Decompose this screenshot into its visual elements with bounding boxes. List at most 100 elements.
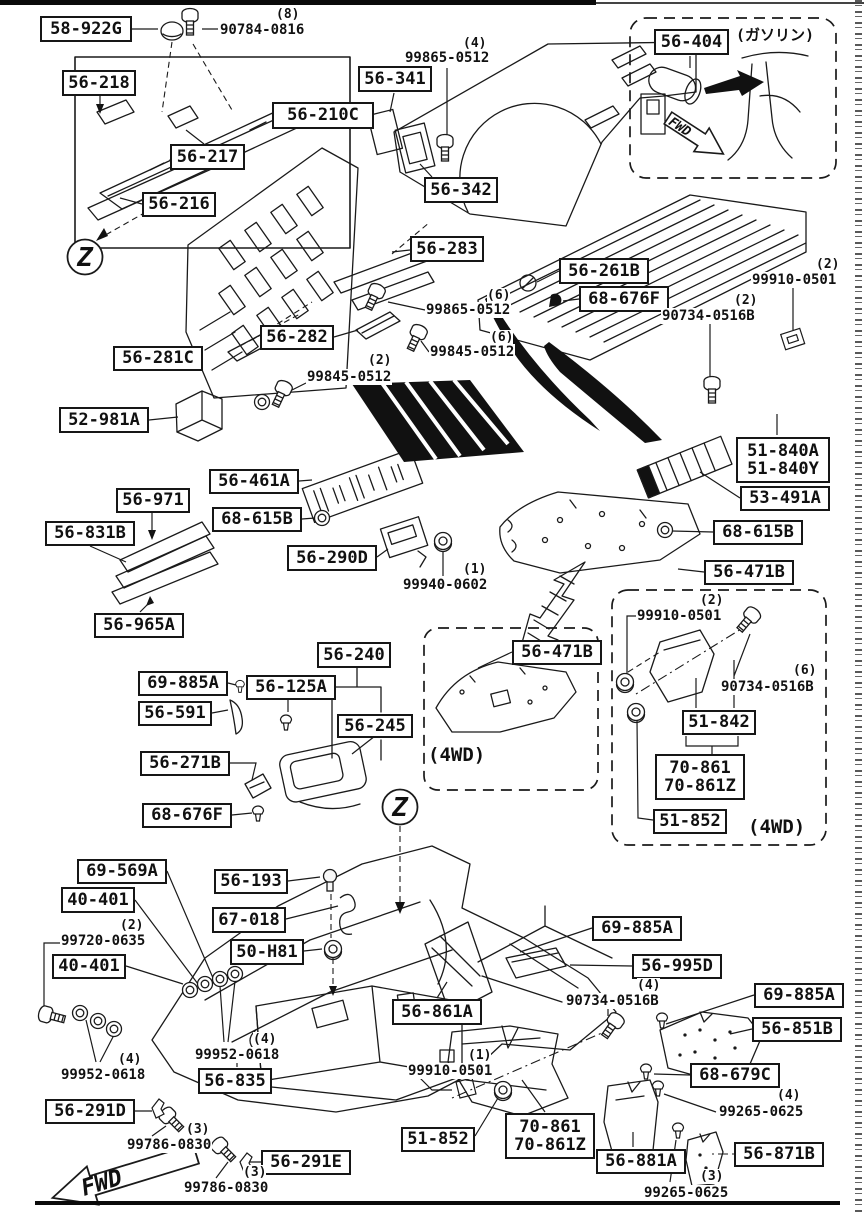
part-number-text: 56-341 <box>364 68 426 89</box>
part-number-text: 56-995D <box>641 956 713 977</box>
part-label: 68-615B <box>212 507 302 532</box>
part-label: 40-401 <box>52 954 126 979</box>
part-number-text: 56-261B <box>568 260 640 281</box>
part-label: 51-852 <box>401 1127 475 1152</box>
axis-dash-dot-lines <box>451 625 747 1155</box>
quantity-note: (1) <box>463 562 487 577</box>
part-label: 56-261B <box>559 258 649 284</box>
part-label: 56-125A <box>246 675 336 700</box>
part-number-text: 69-885A <box>763 985 835 1006</box>
part-annotation: 99952-0618 <box>60 1067 147 1083</box>
part-number-text: 56-193 <box>220 871 282 892</box>
part-number-text: 51-852 <box>407 1129 469 1150</box>
part-number-text: 56-291E <box>270 1152 342 1173</box>
part-number-text: 56-216 <box>148 194 210 215</box>
part-number-text: 56-218 <box>68 72 130 93</box>
part-label: 68-676F <box>142 803 232 828</box>
scan-artifact-strip <box>855 0 862 1214</box>
part-label: 56-281C <box>113 346 203 371</box>
part-annotation: 99845-0512 <box>429 344 516 360</box>
part-label: 56-404 <box>654 29 729 55</box>
part-label: 56-591 <box>138 701 212 726</box>
quantity-note: (1) <box>468 1048 492 1063</box>
part-number-text: 51-840A <box>747 440 819 461</box>
part-label: 67-018 <box>212 907 286 933</box>
part-label: 56-240 <box>317 642 391 668</box>
part-label: 56-471B <box>704 560 794 585</box>
inset-boxes <box>423 17 837 846</box>
part-number-text: 70-861 <box>669 757 731 778</box>
part-annotation: 90734-0516B <box>565 993 660 1009</box>
part-number-text: 56-281C <box>122 348 194 369</box>
quantity-note: (6) <box>490 330 514 345</box>
part-number-text: 56-871B <box>743 1144 815 1165</box>
part-label: 56-245 <box>337 714 413 738</box>
part-number-text: 56-965A <box>103 615 175 636</box>
part-label: 56-217 <box>170 144 245 170</box>
part-annotation: 90734-0516B <box>720 679 815 695</box>
part-label: 68-615B <box>713 520 803 545</box>
part-number-text: 53-491A <box>749 488 821 509</box>
zone-marker-z: Z <box>76 243 94 273</box>
part-label: 56-290D <box>287 545 377 571</box>
part-label: 56-216 <box>142 192 216 217</box>
part-number-text: 68-676F <box>588 288 660 309</box>
part-number-text: 56-271B <box>149 753 221 774</box>
part-number-text: 70-861 <box>519 1116 581 1137</box>
part-label: 69-569A <box>77 859 167 884</box>
quantity-note: (8) <box>276 7 300 22</box>
part-annotation: 99940-0602 <box>402 577 489 593</box>
part-label: 56-271B <box>140 751 230 776</box>
part-annotation: 99910-0501 <box>751 272 838 288</box>
part-label: 56-218 <box>62 70 136 96</box>
part-number-text: 56-831B <box>54 523 126 544</box>
part-label: 56-995D <box>632 954 722 979</box>
part-annotation: 99910-0501 <box>407 1063 494 1079</box>
part-annotation: 99265-0625 <box>718 1104 805 1120</box>
part-label: 51-852 <box>653 809 727 834</box>
part-number-text: 52-981A <box>68 409 140 430</box>
quantity-note: (6) <box>487 288 511 303</box>
part-number-text: 69-885A <box>601 918 673 939</box>
assembly-dash-lines <box>101 41 661 990</box>
part-label: 56-461A <box>209 469 299 494</box>
part-number-text: 68-615B <box>722 522 794 543</box>
part-label: 56-282 <box>260 325 334 350</box>
part-label: 56-831B <box>45 521 135 546</box>
part-annotation: 99720-0635 <box>60 933 147 949</box>
part-number-text: 51-840Y <box>747 459 819 479</box>
part-label: 56-210C <box>272 102 374 129</box>
part-label: 56-291D <box>45 1099 135 1124</box>
quantity-note: (4) <box>253 1032 277 1047</box>
part-number-text: 56-404 <box>660 31 723 52</box>
part-number-text: 51-852 <box>659 811 721 832</box>
part-label: 69-885A <box>754 983 844 1008</box>
part-number-text: 56-282 <box>266 327 328 348</box>
caption: (4WD) <box>428 744 486 766</box>
part-number-text: 56-290D <box>296 547 368 568</box>
part-label: 69-885A <box>138 671 228 696</box>
part-annotation: 99265-0625 <box>643 1185 730 1201</box>
part-label: 51-842 <box>682 710 756 735</box>
part-number-text: 51-842 <box>688 712 750 733</box>
zone-markers: Z Z <box>66 238 419 826</box>
leader-lines <box>43 28 806 1183</box>
page-rule-top <box>0 0 596 5</box>
mat-stripes <box>380 378 510 461</box>
fastener-symbols <box>36 7 764 1173</box>
part-annotation: 99910-0501 <box>636 608 723 624</box>
part-number-text: 56-245 <box>344 715 406 736</box>
part-number-text: 56-217 <box>176 146 239 167</box>
part-number-text: 68-615B <box>221 509 293 530</box>
part-number-text: 56-342 <box>430 179 492 200</box>
zone-marker-z: Z <box>391 793 409 823</box>
part-number-text: 56-861A <box>401 1001 473 1022</box>
fuel-inset-box <box>629 17 837 179</box>
part-label: 56-193 <box>214 869 288 894</box>
quantity-note: (2) <box>816 257 840 272</box>
part-number-text: 70-861Z <box>514 1135 586 1155</box>
page-rule-bottom <box>35 1201 840 1205</box>
